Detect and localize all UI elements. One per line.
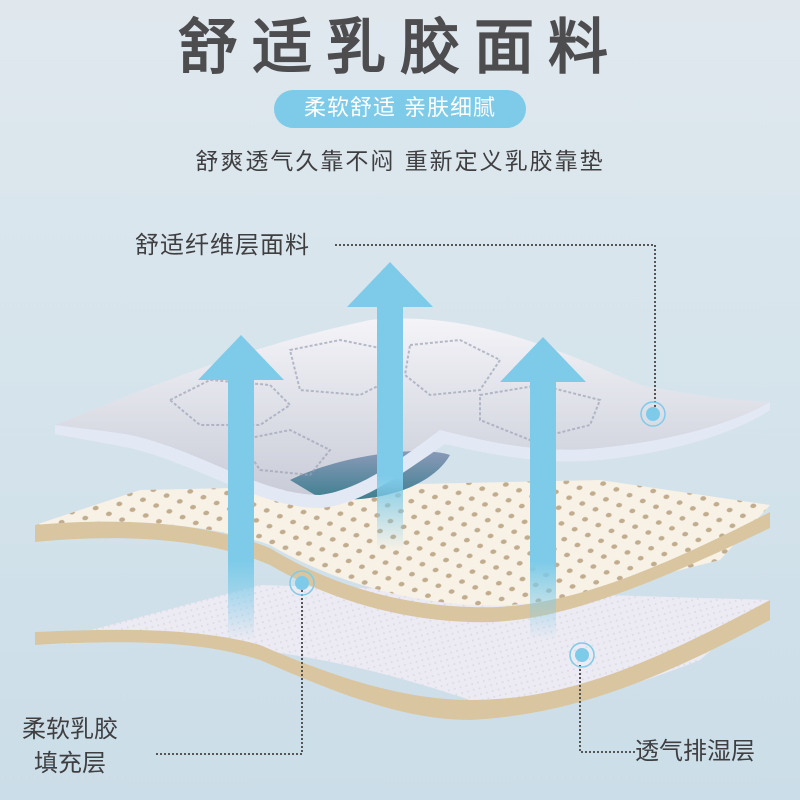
arrow-left-icon [198,335,284,640]
airflow-arrows [198,262,586,640]
fiber-fabric-layer [55,318,770,508]
label-fiber-layer: 舒适纤维层面料 [135,231,310,259]
callout-bottom [579,665,636,753]
callout-middle [155,590,303,755]
subtitle: 舒爽透气久靠不闷 重新定义乳胶靠垫 [195,149,605,175]
label-breathable-layer: 透气排湿层 [635,737,755,765]
callout-top [335,244,656,412]
label-latex-line1: 柔软乳胶 [22,715,118,743]
feature-pill: 柔软舒适 亲肤细腻 [274,90,526,128]
label-latex-line2: 填充层 [34,749,106,777]
callout-dot-icon [289,401,666,668]
label-latex-layer: 柔软乳胶 填充层 [22,712,118,780]
arrow-center-icon [347,262,433,550]
arrow-right-icon [500,337,586,640]
page-title: 舒适乳胶面料 [178,13,622,83]
bottom-mesh-layer [35,585,770,720]
